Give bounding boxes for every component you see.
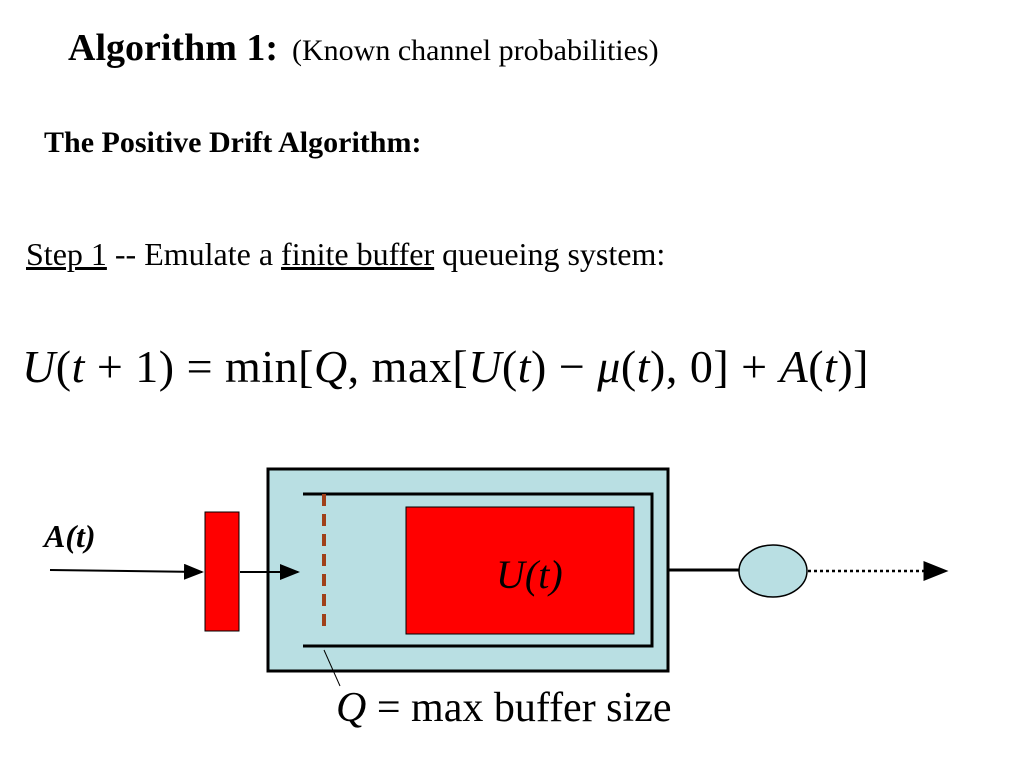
algorithm-heading: The Positive Drift Algorithm: (44, 126, 422, 159)
update-equation: U(t + 1) = min[Q, max[U(t) − μ(t), 0] + … (22, 340, 869, 393)
title-subtitle: (Known channel probabilities) (292, 34, 659, 67)
arrival-label: A(t) (44, 518, 96, 554)
server-node (738, 544, 808, 598)
queue-outline (303, 492, 654, 648)
eq-part: , max[ (347, 341, 469, 392)
slide-title: Algorithm 1: (Known channel probabilities… (68, 26, 659, 70)
eq-part: ( (620, 341, 637, 392)
eq-part: t (636, 341, 650, 392)
eq-part: ( (501, 341, 518, 392)
eq-part: )] (837, 341, 869, 392)
caption-pointer (323, 649, 341, 687)
eq-part: ) − (531, 341, 598, 392)
eq-part: t (824, 341, 838, 392)
caption-text: = max buffer size (366, 685, 672, 731)
title-main: Algorithm 1: (68, 27, 279, 69)
eq-part: A (779, 341, 809, 392)
arrival-arrow (49, 563, 204, 580)
queue-content (405, 506, 635, 635)
eq-part: + 1) = min[ (84, 341, 314, 392)
step-line: Step 1 -- Emulate a finite buffer queuei… (26, 236, 665, 273)
caption-variable: Q (336, 685, 367, 731)
eq-part: ( (55, 341, 72, 392)
eq-part: Q (313, 341, 348, 392)
step-text-b: queueing system: (434, 236, 666, 272)
eq-part: t (71, 341, 85, 392)
eq-part: μ (597, 341, 621, 392)
buffer-caption: Q = max buffer size (336, 684, 671, 732)
eq-part: ( (808, 341, 825, 392)
eq-part: ), 0] + (650, 341, 780, 392)
eq-part: t (517, 341, 532, 392)
eq-part: U (468, 341, 502, 392)
input-block (204, 511, 240, 632)
eq-part: U (22, 341, 56, 392)
step-label: Step 1 (26, 236, 107, 272)
finite-buffer-phrase: finite buffer (281, 236, 435, 272)
step-text-a: -- Emulate a (106, 236, 282, 272)
queue-label: U(t) (496, 552, 563, 597)
